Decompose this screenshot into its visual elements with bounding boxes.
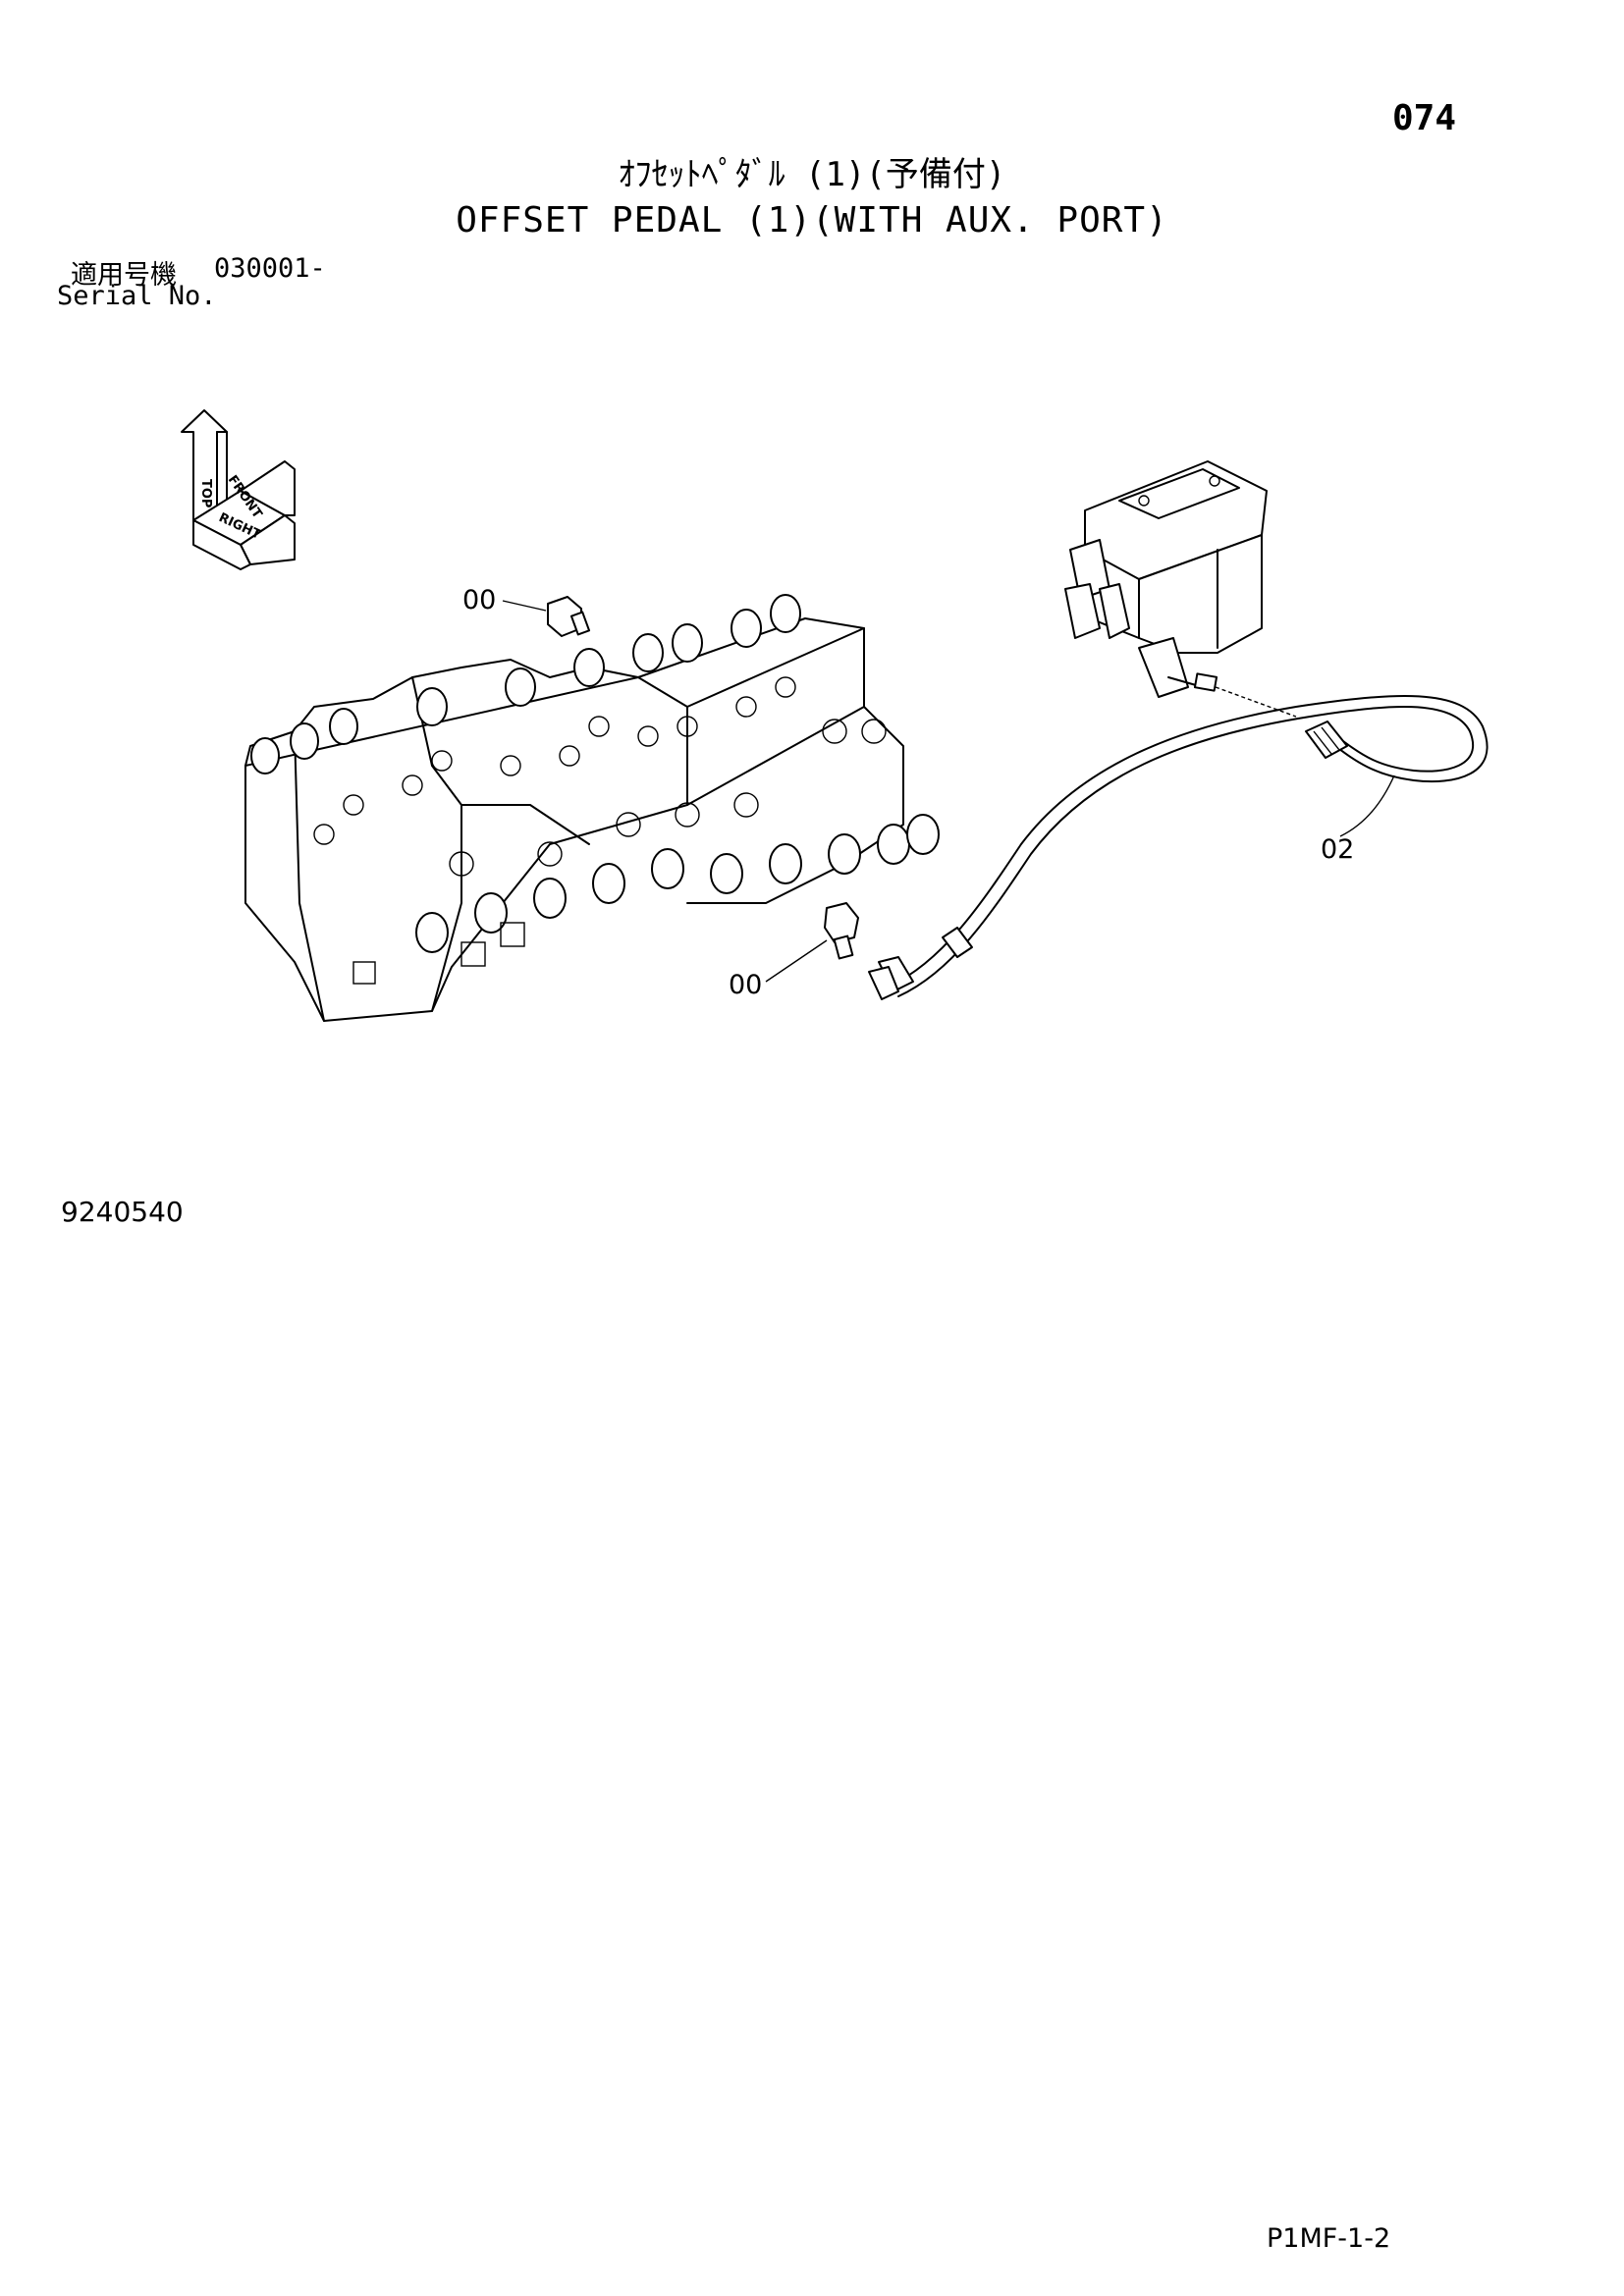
orientation-label-top: TOP	[198, 479, 213, 507]
pedal-valve-illustration	[1064, 460, 1297, 718]
control-valve-illustration	[244, 594, 940, 1022]
callout-00-upper: 00	[462, 585, 496, 615]
page-title: OFFSET PEDAL (1)(WITH AUX. PORT)	[456, 200, 1168, 240]
fitting-lower	[824, 902, 859, 960]
leader-line-00-upper	[502, 600, 547, 612]
title-japanese: ｵﾌｾｯﾄﾍﾟﾀﾞﾙ (1)(予備付)	[618, 155, 1006, 194]
drawing-number: 9240540	[61, 1196, 184, 1228]
page-code: P1MF-1-2	[1267, 2223, 1391, 2254]
serial-label-japanese: 適用号機	[71, 260, 177, 291]
callout-02: 02	[1321, 834, 1354, 865]
orientation-icon: TOP FRONT RIGHT	[181, 409, 296, 570]
page-number: 074	[1392, 98, 1457, 138]
callout-00-lower: 00	[729, 970, 762, 1000]
serial-number-value: 030001-	[214, 253, 326, 284]
fitting-upper	[547, 596, 591, 637]
hose-assembly	[868, 695, 1489, 1000]
leader-line-00-lower	[765, 939, 828, 983]
leader-line-02	[1339, 774, 1395, 837]
valve-spools-front	[415, 814, 940, 953]
serial-label: Serial No.	[57, 281, 217, 311]
valve-ports	[313, 676, 887, 985]
valve-spools-top	[250, 594, 801, 774]
